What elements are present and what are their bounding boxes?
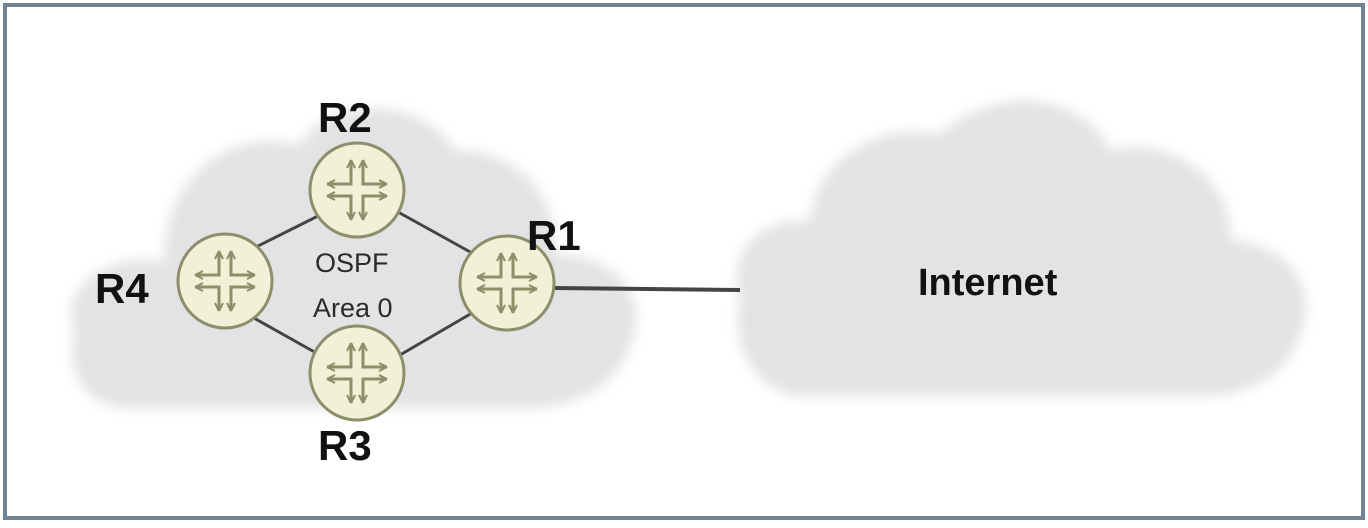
router-label-r3: R3 xyxy=(318,422,372,469)
router-label-r4: R4 xyxy=(95,265,149,312)
router-r4[interactable] xyxy=(176,232,274,330)
internet-cloud xyxy=(736,100,1307,397)
router-r3[interactable] xyxy=(308,324,406,422)
link-r1-r3 xyxy=(399,311,473,357)
link-r3-r4 xyxy=(253,316,319,356)
link-r2-r1 xyxy=(397,210,473,255)
router-label-r1: R1 xyxy=(527,212,581,259)
router-icon xyxy=(308,141,406,239)
ospf-area-line2: Area 0 xyxy=(313,293,393,323)
link-r1-internet xyxy=(552,286,741,292)
router-icon xyxy=(308,324,406,422)
internet-label: Internet xyxy=(918,262,1058,304)
link-r4-r2 xyxy=(249,214,319,252)
router-r2[interactable] xyxy=(308,141,406,239)
ospf-cloud xyxy=(70,108,637,409)
router-r1[interactable] xyxy=(458,234,556,332)
links xyxy=(249,210,741,357)
ospf-area-line1: OSPF xyxy=(315,248,389,278)
router-icon xyxy=(458,234,556,332)
router-icon xyxy=(176,232,274,330)
router-label-r2: R2 xyxy=(318,94,372,141)
